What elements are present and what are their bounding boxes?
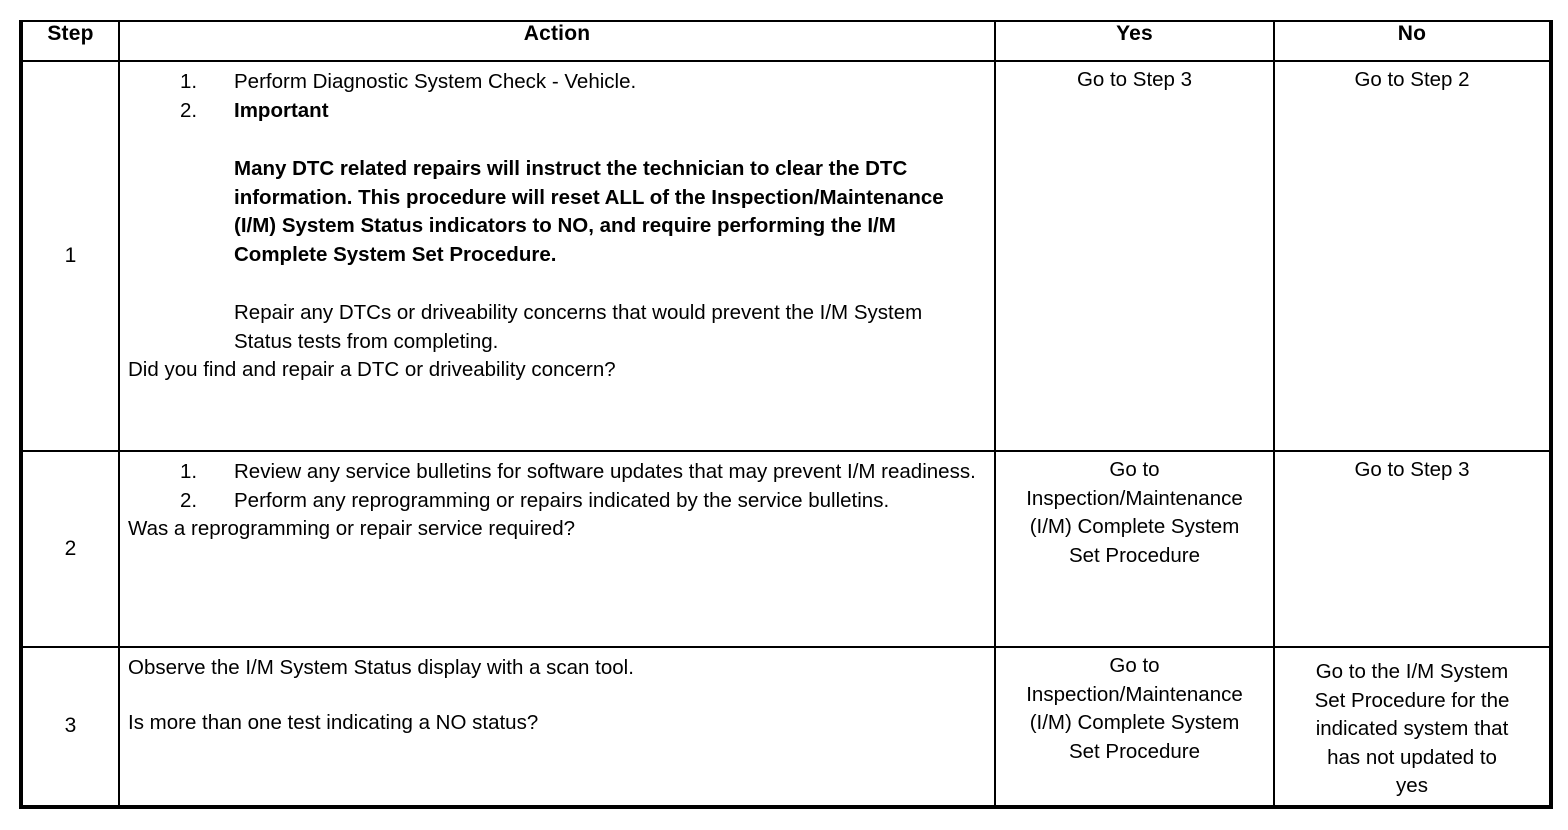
answer-line: Go to Step 2: [1354, 68, 1470, 91]
action-step-list: 1. Review any service bulletins for soft…: [128, 458, 982, 515]
table-row: 2 1. Review any service bulletins for so…: [19, 450, 1553, 648]
step-number-cell: 2: [19, 450, 120, 648]
answer-line: Go to: [1109, 458, 1160, 481]
important-notice: Many DTC related repairs will instruct t…: [128, 155, 982, 269]
no-cell: Go to Step 3: [1273, 450, 1553, 648]
action-question: Did you find and repair a DTC or driveab…: [128, 358, 616, 381]
answer-line: Go to: [1109, 654, 1160, 677]
instruction-line: System Status tests from completing.: [234, 301, 923, 353]
action-cell: 1. Review any service bulletins for soft…: [118, 450, 996, 648]
action-step-list: 1. Perform Diagnostic System Check - Veh…: [128, 68, 982, 125]
yes-cell: Go to Inspection/Maintenance (I/M) Compl…: [994, 450, 1275, 648]
list-item-number: 2.: [180, 98, 198, 122]
no-answer: Go to Step 3: [1275, 452, 1549, 489]
answer-line: Set Procedure for the: [1314, 688, 1510, 712]
answer-line: Inspection/Maintenance: [1026, 682, 1243, 706]
answer-line: Go to Step 3: [1354, 458, 1470, 481]
notice-line: Inspection/Maintenance (I/M) System Stat…: [234, 185, 944, 238]
action-question: Is more than one test indicating a NO st…: [128, 710, 539, 734]
action-question: Was a reprogramming or repair service re…: [128, 517, 575, 540]
spacer: [128, 683, 982, 709]
observe-instruction: Observe the I/M System Status display wi…: [128, 654, 982, 683]
column-header-action: Action: [118, 20, 996, 62]
answer-line: Inspection/Maintenance: [1026, 486, 1243, 510]
table-row: 3 Observe the I/M System Status display …: [19, 646, 1553, 809]
answer-line: (I/M) Complete System: [1029, 711, 1240, 734]
answer-line: indicated system that: [1315, 717, 1509, 740]
diagnostic-procedure-table: Step Action Yes No 1 1. Perform Diagnost…: [19, 20, 1553, 809]
list-item: 2. Perform any reprogramming or repairs …: [128, 487, 982, 516]
step-number-cell: 1: [19, 60, 120, 452]
notice-line: DTC information. This procedure will res…: [234, 157, 908, 209]
answer-line: Go to the I/M System: [1315, 660, 1509, 683]
notice-line: Many DTC related repairs will instruct t…: [234, 157, 860, 180]
list-item-text: Important: [234, 98, 329, 122]
no-cell: Go to the I/M System Set Procedure for t…: [1273, 646, 1553, 809]
table-body: 1 1. Perform Diagnostic System Check - V…: [19, 60, 1553, 809]
spacer: [128, 125, 982, 155]
answer-line: Go to Step 3: [1076, 68, 1193, 91]
list-item-text: Review any service bulletins for softwar…: [234, 460, 976, 483]
no-answer: Go to Step 2: [1275, 62, 1549, 99]
step-number-cell: 3: [19, 646, 120, 809]
list-item: 1. Perform Diagnostic System Check - Veh…: [128, 68, 982, 97]
column-header-no: No: [1273, 20, 1553, 62]
table-row: 1 1. Perform Diagnostic System Check - V…: [19, 60, 1553, 452]
answer-line: yes: [1396, 774, 1428, 797]
answer-line: Set Procedure: [1068, 543, 1201, 567]
table-header: Step Action Yes No: [19, 20, 1553, 62]
column-header-yes: Yes: [994, 20, 1275, 62]
answer-line: Set Procedure: [1068, 739, 1201, 763]
answer-line: (I/M) Complete System: [1029, 515, 1240, 538]
action-cell: 1. Perform Diagnostic System Check - Veh…: [118, 60, 996, 452]
yes-answer: Go to Inspection/Maintenance (I/M) Compl…: [996, 648, 1273, 770]
yes-cell: Go to Step 3: [994, 60, 1275, 452]
list-item: 2. Important: [128, 97, 982, 126]
header-row: Step Action Yes No: [19, 20, 1553, 62]
no-cell: Go to Step 2: [1273, 60, 1553, 452]
list-item-number: 1.: [180, 460, 198, 483]
yes-cell: Go to Inspection/Maintenance (I/M) Compl…: [994, 646, 1275, 809]
yes-answer: Go to Inspection/Maintenance (I/M) Compl…: [996, 452, 1273, 574]
yes-answer: Go to Step 3: [996, 62, 1273, 99]
list-item-number: 2.: [180, 488, 198, 512]
list-item-text: Perform Diagnostic System Check - Vehicl…: [234, 70, 637, 93]
action-cell: Observe the I/M System Status display wi…: [118, 646, 996, 809]
instruction-line: Repair any DTCs or driveability concerns…: [234, 301, 849, 324]
column-header-step: Step: [19, 20, 120, 62]
list-item: 1. Review any service bulletins for soft…: [128, 458, 982, 487]
no-answer: Go to the I/M System Set Procedure for t…: [1275, 648, 1549, 805]
spacer: [128, 269, 982, 299]
list-item-text: Perform any reprogramming or repairs ind…: [234, 488, 890, 512]
instruction-line: Observe the I/M System Status display wi…: [128, 656, 634, 679]
answer-line: has not updated to: [1327, 745, 1497, 769]
list-item-number: 1.: [180, 70, 198, 93]
notice-line: and require performing the I/M Complete …: [234, 214, 896, 266]
repair-instruction: Repair any DTCs or driveability concerns…: [128, 299, 982, 356]
